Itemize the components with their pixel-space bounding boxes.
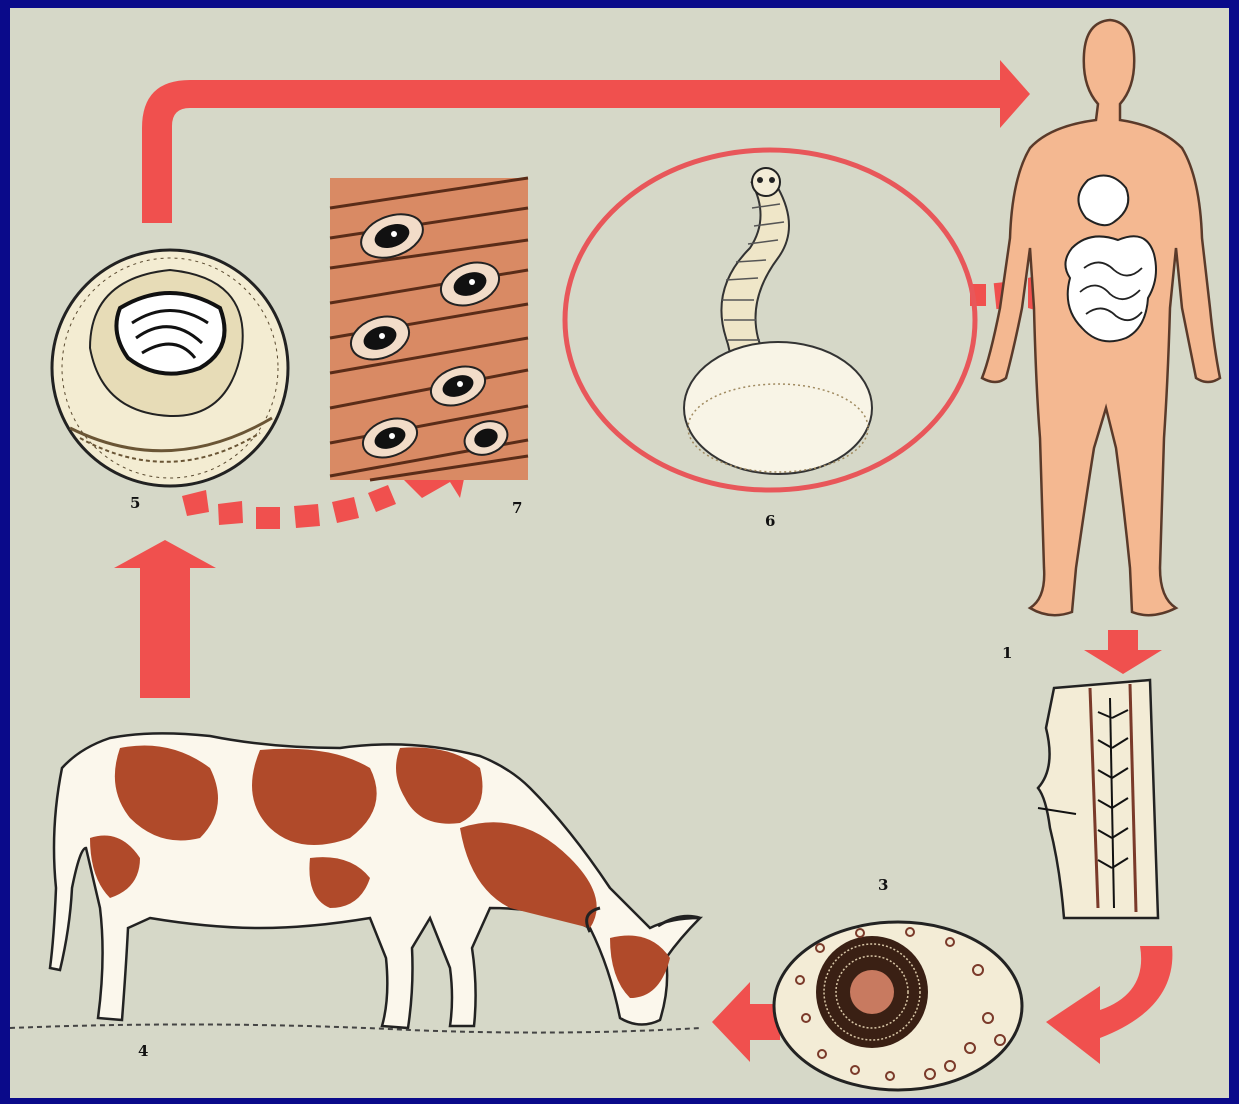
proglottid-illustration: [1038, 680, 1158, 918]
label-stage-5: 5: [130, 494, 140, 512]
diagram-canvas: 5 7: [10, 8, 1229, 1098]
oncosphere-cyst-illustration: [52, 250, 288, 486]
cattle-host-illustration: [10, 733, 700, 1032]
cysticercus-larva-illustration: [565, 150, 975, 490]
arrow-proglottid-to-egg: [1046, 946, 1172, 1064]
arrow-human-to-proglottid: [1084, 630, 1162, 674]
arrow-cyst-to-human: [142, 60, 1030, 223]
arrow-egg-to-cow: [712, 982, 780, 1062]
muscle-tissue-cysticerci-illustration: [330, 178, 528, 480]
label-stage-7: 7: [512, 499, 522, 517]
label-stage-6: 6: [765, 512, 775, 530]
label-stage-1: 1: [1002, 644, 1012, 662]
label-stage-3: 3: [878, 876, 888, 894]
arrow-cow-to-cyst: [114, 540, 216, 698]
label-stage-4: 4: [138, 1042, 148, 1060]
human-host-illustration: [982, 20, 1220, 615]
egg-illustration: [774, 922, 1022, 1090]
life-cycle-diagram: 5 7: [10, 8, 1229, 1098]
